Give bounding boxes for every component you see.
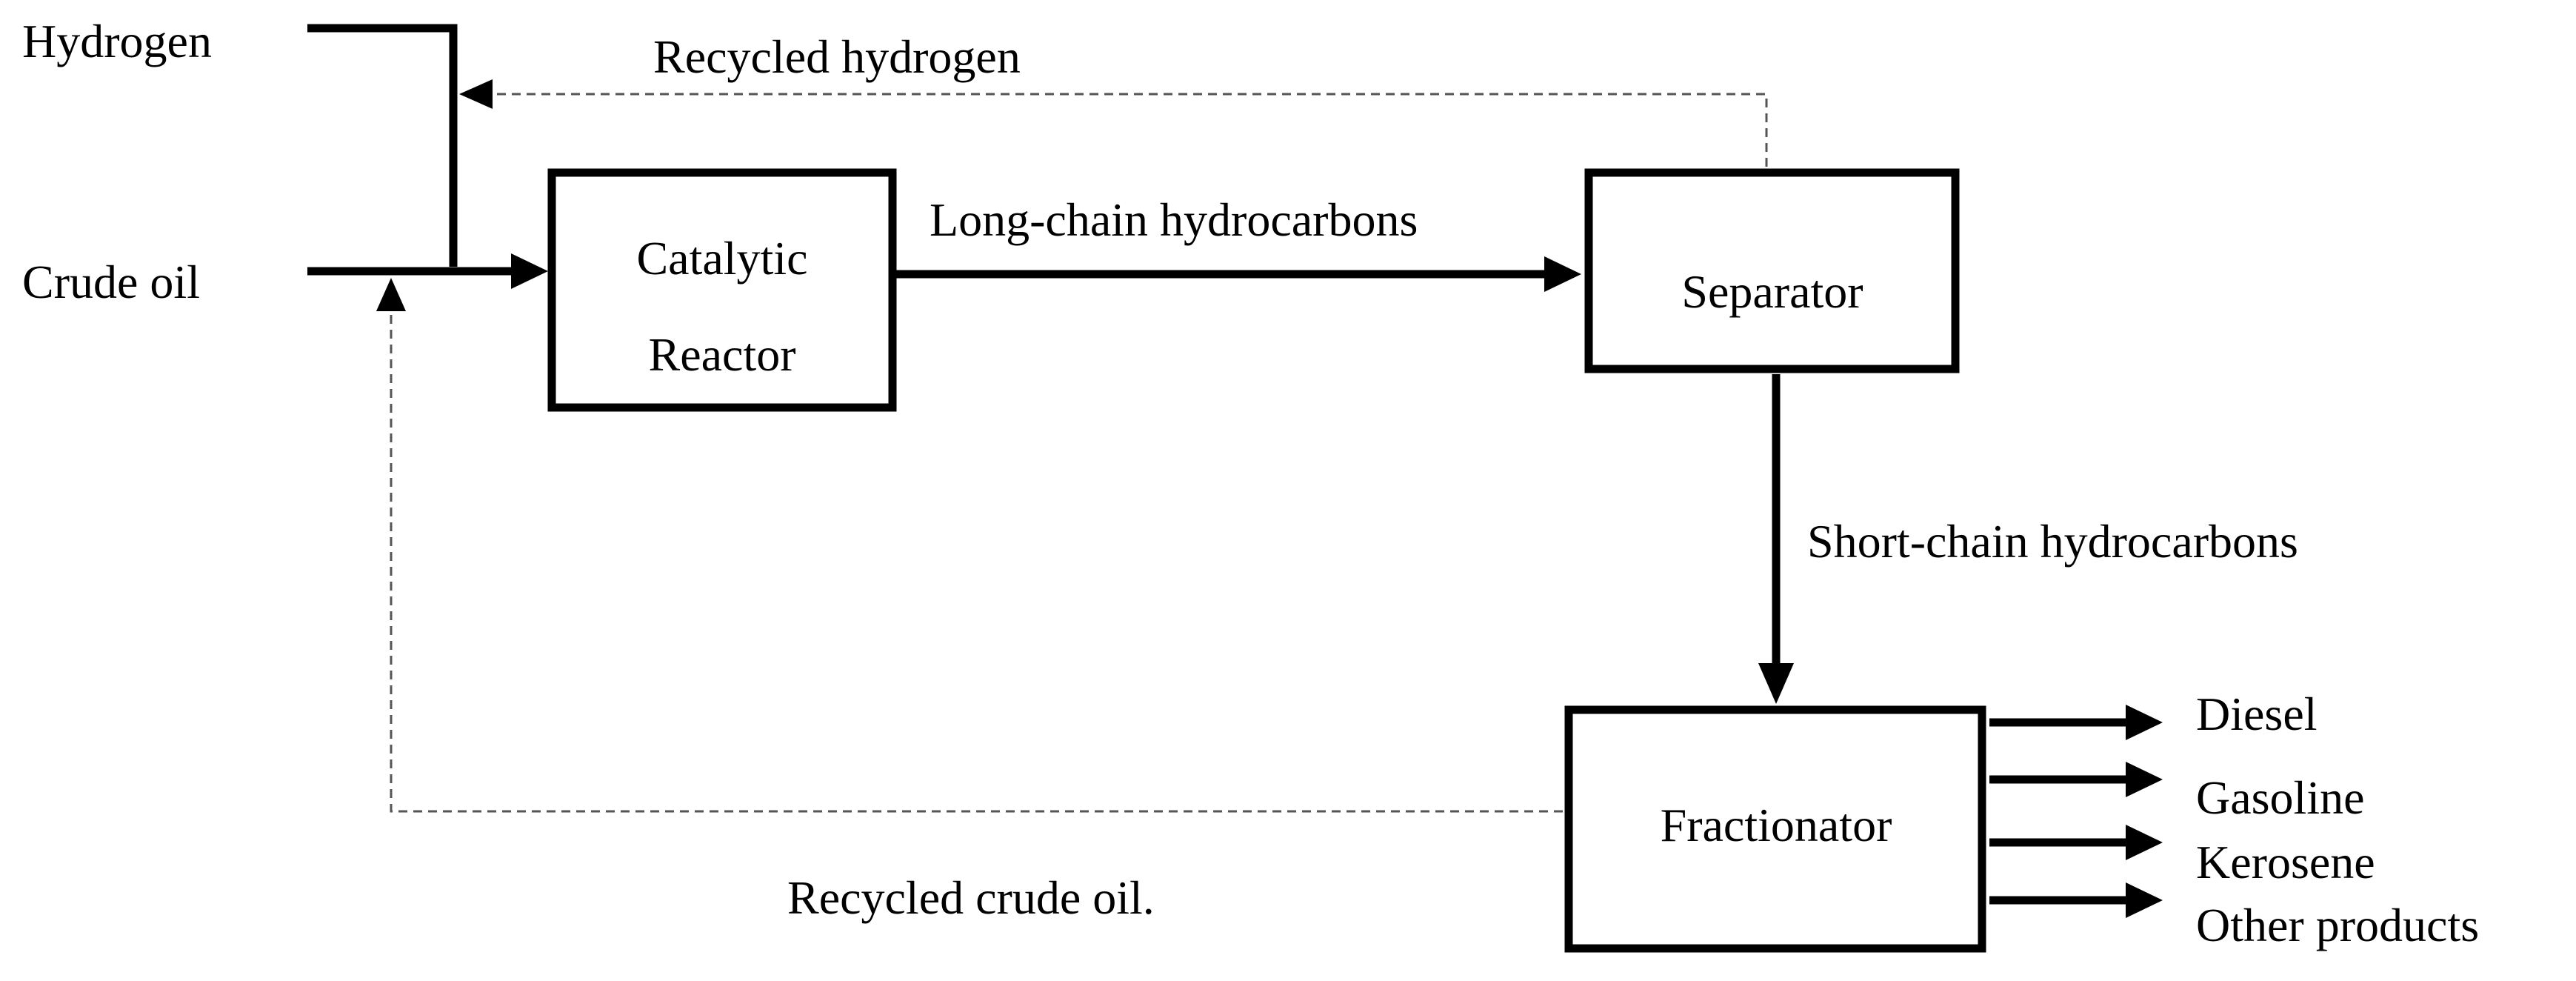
recycled-crude-label: Recycled crude oil.: [787, 871, 1155, 924]
hydrogen-feed-line: [307, 24, 458, 267]
separator-box: [1584, 168, 1960, 373]
separator-label: Separator: [1681, 265, 1863, 318]
recycled-hydrogen-arrowhead: [459, 79, 493, 109]
recycled-crude-arrowhead: [376, 278, 406, 311]
recycled-crude-line: [390, 311, 1563, 813]
fractionator-label: Fractionator: [1661, 799, 1892, 851]
catalytic-reactor-box: [547, 168, 897, 412]
gasoline-arrowhead: [2126, 762, 2163, 797]
other-products-arrowhead: [2126, 882, 2163, 918]
product-other-label: Other products: [2196, 899, 2479, 951]
fractionator-box: [1564, 705, 1986, 953]
recycled-hydrogen-label: Recycled hydrogen: [653, 30, 1021, 83]
kerosene-arrowhead: [2126, 825, 2163, 860]
reactor-label-line2: Reactor: [649, 328, 796, 381]
reactor-label-line1: Catalytic: [636, 232, 807, 285]
recycled-hydrogen-line: [493, 93, 1768, 167]
crude-oil-label: Crude oil: [22, 256, 200, 308]
product-gasoline-label: Gasoline: [2196, 771, 2365, 824]
diesel-arrowhead: [2126, 705, 2163, 740]
hydrogen-label: Hydrogen: [22, 15, 212, 67]
fractionator-inlet-arrowhead: [1758, 663, 1794, 704]
long-chain-label: Long-chain hydrocarbons: [930, 193, 1418, 246]
separator-inlet-arrowhead: [1544, 256, 1581, 292]
reactor-inlet-arrowhead: [511, 253, 548, 289]
product-kerosene-label: Kerosene: [2196, 836, 2375, 888]
product-diesel-label: Diesel: [2196, 688, 2318, 740]
short-chain-label: Short-chain hydrocarbons: [1807, 515, 2298, 568]
